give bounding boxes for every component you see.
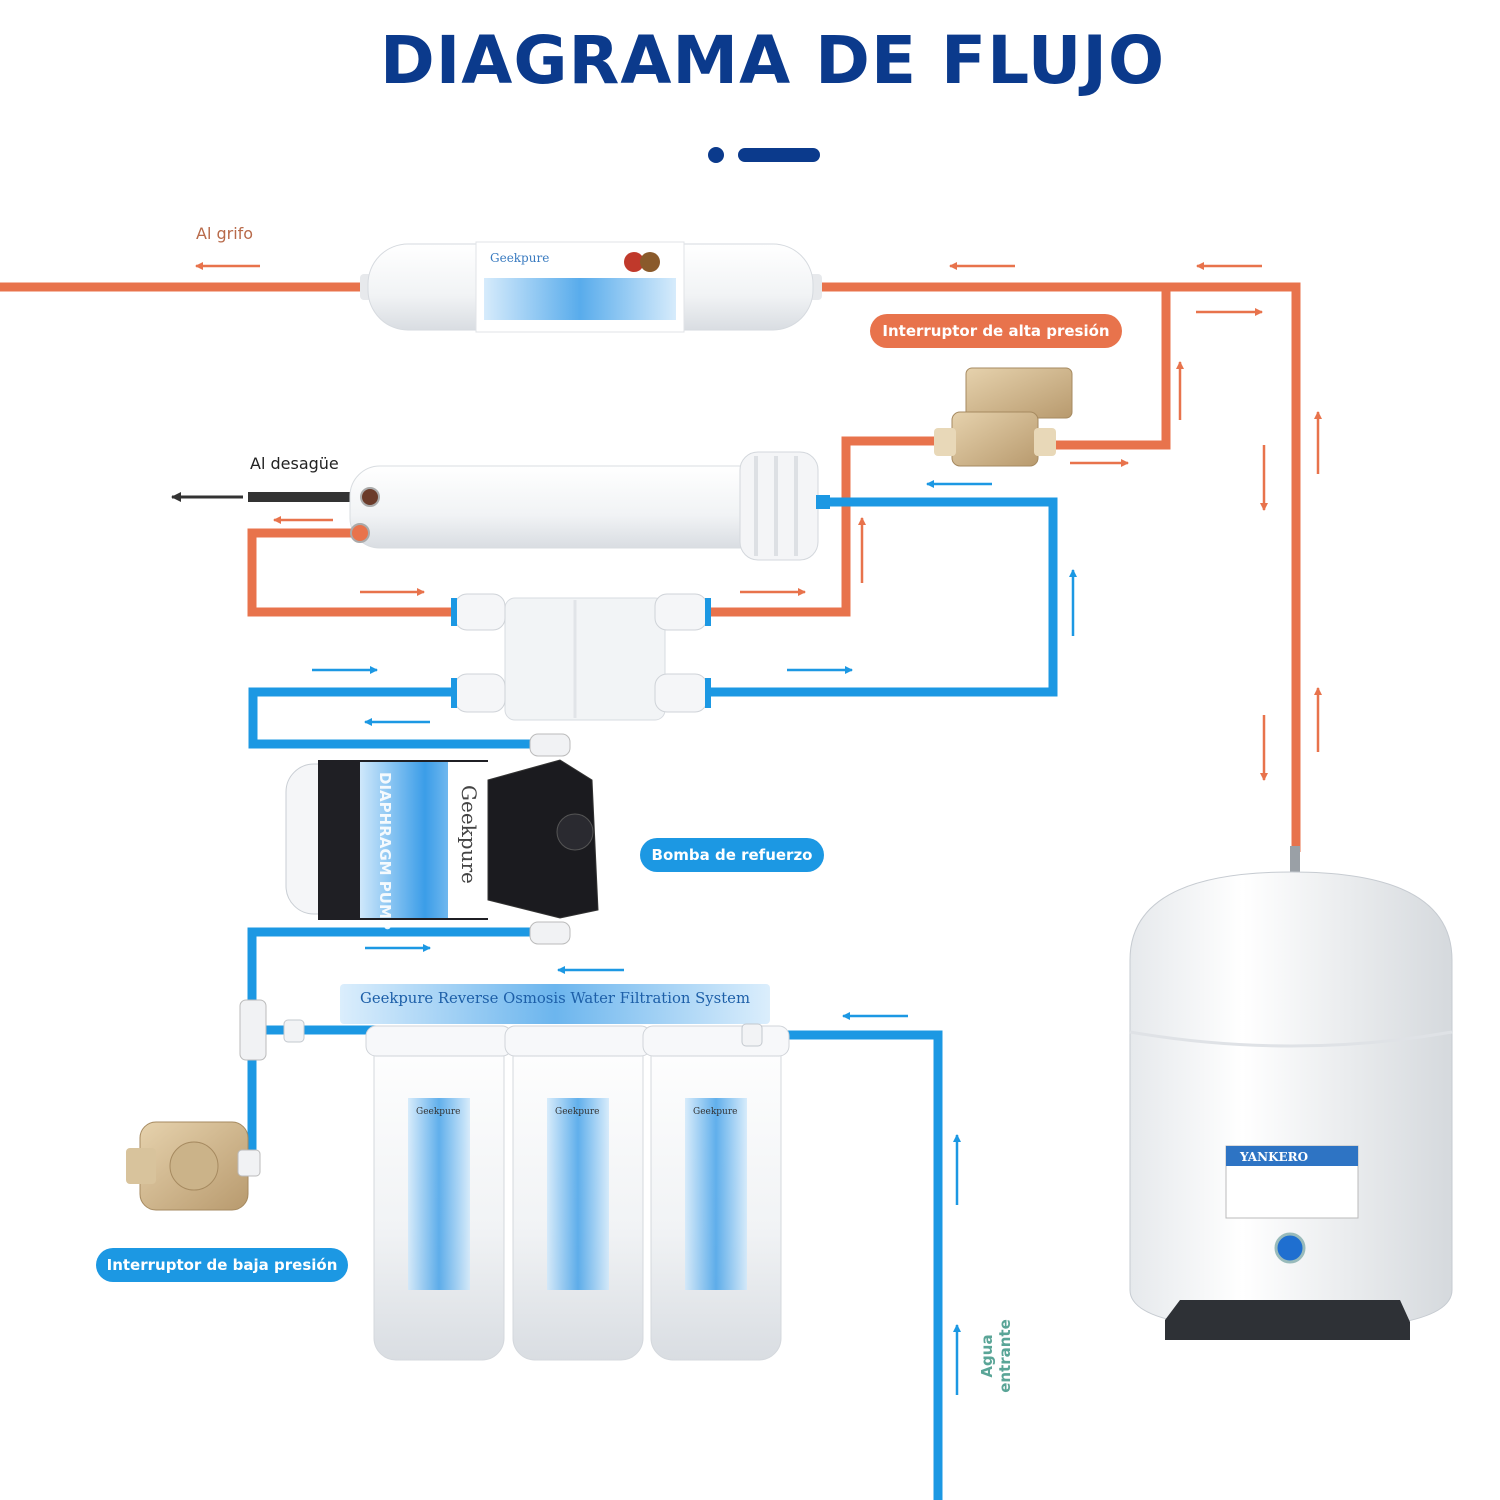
label-high-pressure-switch: Interruptor de alta presión [870, 314, 1122, 348]
filter-1-brand: Geekpure [416, 1107, 460, 1117]
feed-water-lines [247, 497, 1058, 1500]
flow-arrows-orange [195, 262, 1322, 781]
three-stage-filters: Geekpure Reverse Osmosis Water Filtratio… [340, 984, 790, 1361]
flow-arrows-blue [312, 480, 1077, 1395]
high-pressure-switch [934, 367, 1073, 467]
page-title: DIAGRAMA DE FLUJO [379, 22, 1166, 99]
pump-band: DIAPHRAGM PUMP [376, 772, 394, 930]
title-decoration [708, 147, 820, 163]
pump-brand: Geekpure [457, 785, 481, 884]
label-low-pressure-switch: Interruptor de baja presión [96, 1248, 348, 1282]
label-incoming-water: Agua entrante [978, 1319, 1014, 1393]
system-banner: Geekpure Reverse Osmosis Water Filtratio… [360, 989, 750, 1007]
inline-post-filter: Geekpure [360, 241, 822, 333]
ro-membrane-housing [349, 451, 830, 561]
low-pressure-switch [126, 999, 267, 1211]
filter-2-brand: Geekpure [555, 1107, 599, 1117]
flow-valve-block [451, 593, 711, 721]
inline-filter-brand: Geekpure [490, 251, 549, 265]
tank-brand: YANKERO [1239, 1150, 1308, 1164]
label-to-faucet: Al grifo [196, 224, 254, 243]
label-to-drain: Al desagüe [250, 454, 339, 473]
pressure-tank: YANKERO [1129, 846, 1453, 1340]
label-booster-pump: Bomba de refuerzo [640, 838, 824, 872]
product-water-lines [0, 282, 1301, 852]
pipe-fittings [283, 1019, 763, 1047]
booster-pump: Geekpure DIAPHRAGM PUMP [285, 733, 599, 945]
filter-3-brand: Geekpure [693, 1107, 737, 1117]
